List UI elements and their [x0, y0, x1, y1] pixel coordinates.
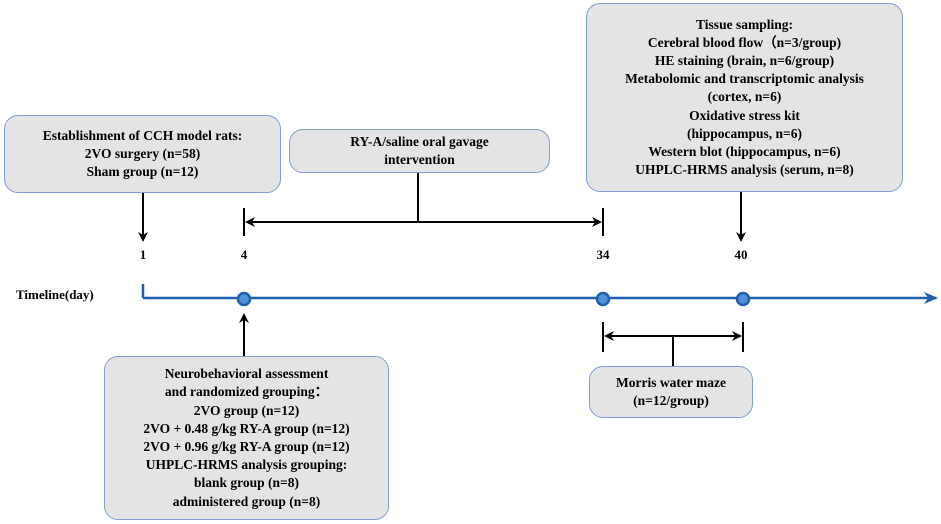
- neurobehavioral-line: 2VO + 0.96 g/kg RY-A group (n=12): [143, 439, 350, 454]
- tissue-sampling-line: Western blot (hippocampus, n=6): [648, 144, 841, 159]
- establishment-line: 2VO surgery (n=58): [84, 145, 201, 161]
- tissue-sampling-line: UHPLC-HRMS analysis (serum, n=8): [635, 162, 854, 178]
- day-label-34: 34: [596, 247, 610, 262]
- intervention-line: intervention: [384, 152, 455, 167]
- intervention-box: RY-A/saline oral gavage intervention: [289, 129, 550, 173]
- timeline-label: Timeline(day): [16, 287, 94, 302]
- tissue-sampling-line: (hippocampus, n=6): [687, 125, 802, 141]
- day-4-marker: [236, 291, 252, 307]
- morris-line: Morris water maze: [616, 374, 726, 390]
- tissue-sampling-box: Tissue sampling: Cerebral blood flow（n=3…: [586, 3, 903, 192]
- day-40-marker: [735, 291, 751, 307]
- tissue-sampling-line: Metabolomic and transcriptomic analysis: [625, 71, 864, 87]
- intervention-line: RY-A/saline oral gavage: [350, 133, 489, 149]
- day-label-4: 4: [240, 247, 248, 262]
- day-label-40: 40: [734, 247, 748, 262]
- tissue-sampling-line: Oxidative stress kit: [689, 107, 800, 123]
- establishment-box: Establishment of CCH model rats: 2VO sur…: [4, 115, 281, 193]
- establishment-line: Establishment of CCH model rats:: [42, 127, 243, 143]
- day-label-1: 1: [139, 247, 147, 262]
- tissue-sampling-line: HE staining (brain, n=6/group): [654, 52, 835, 68]
- neurobehavioral-line: 2VO + 0.48 g/kg RY-A group (n=12): [143, 420, 350, 436]
- neurobehavioral-line: 2VO group (n=12): [193, 402, 300, 418]
- neurobehavioral-line: and randomized grouping：: [164, 384, 329, 400]
- morris-water-maze-box: Morris water maze (n=12/group): [589, 366, 753, 418]
- tissue-sampling-line: Cerebral blood flow（n=3/group): [647, 34, 842, 50]
- neurobehavioral-line: UHPLC-HRMS analysis grouping:: [145, 457, 348, 473]
- morris-line: (n=12/group): [633, 393, 709, 408]
- day-34-marker: [595, 291, 611, 307]
- tissue-sampling-line: (cortex, n=6): [707, 89, 782, 105]
- neurobehavioral-line: blank group (n=8): [194, 475, 299, 491]
- neurobehavioral-box: Neurobehavioral assessment and randomize…: [104, 356, 389, 520]
- neurobehavioral-line: Neurobehavioral assessment: [164, 366, 329, 382]
- tissue-sampling-line: Tissue sampling:: [696, 16, 793, 32]
- establishment-line: Sham group (n=12): [86, 164, 199, 180]
- neurobehavioral-line: administered group (n=8): [172, 493, 321, 509]
